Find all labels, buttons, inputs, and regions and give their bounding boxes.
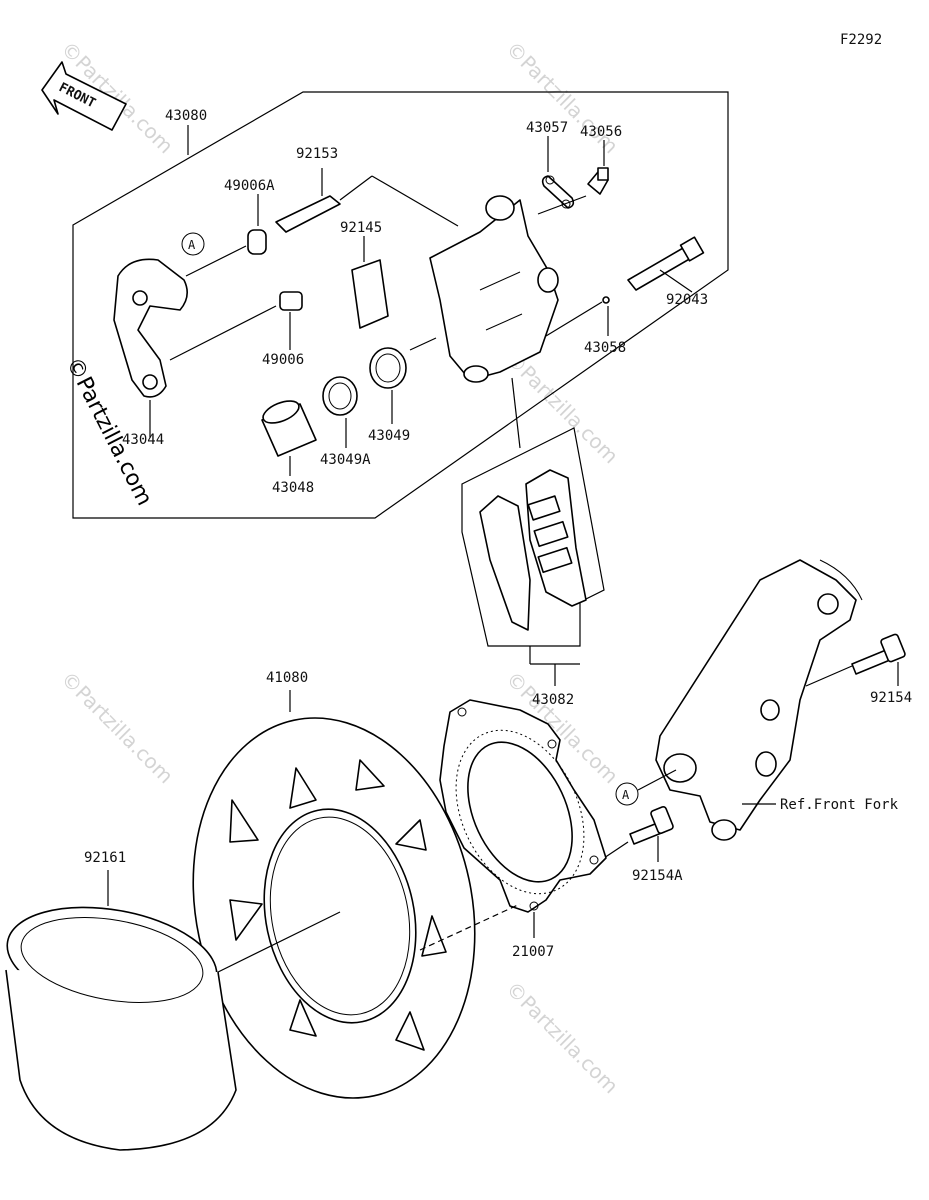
bleeder-parts: 43057 43056 (526, 120, 622, 215)
bushing-49006A: 49006A (224, 178, 275, 255)
watermark-4: ©Partzilla.com (56, 667, 178, 789)
label-92153: 92153 (296, 146, 338, 162)
label-43049A: 43049A (320, 452, 371, 468)
sensor-rotor-21007: 21007 (439, 699, 607, 960)
label-ref-front-fork: Ref.Front Fork (780, 797, 899, 813)
watermark-3: ©Partzilla.com (501, 347, 623, 469)
ref-a-upper-text: A (188, 238, 196, 252)
spring-plate-92145: 92145 (340, 220, 389, 329)
watermark-7: ©Partzilla.com (501, 977, 623, 1099)
ref-circle-a-upper: A (181, 232, 247, 277)
label-49006: 49006 (262, 352, 304, 368)
label-43056: 43056 (580, 124, 622, 140)
label-43058: 43058 (584, 340, 626, 356)
label-49006A: 49006A (224, 178, 275, 194)
bolt-92154A: 92154A (603, 805, 683, 884)
ring-92161: 92161 (5, 850, 237, 1151)
label-92145: 92145 (340, 220, 382, 236)
pin-92043: 92043 43058 (545, 236, 708, 356)
caliper-assembly-frame: 43080 (72, 91, 729, 519)
label-92154: 92154 (870, 690, 912, 706)
brake-disc-41080: 41080 (192, 670, 521, 1099)
label-43057: 43057 (526, 120, 568, 136)
bolt-92154: 92154 (805, 633, 912, 706)
caliper-bracket: 43044 (113, 258, 188, 448)
pin-92153: 92153 (275, 146, 459, 233)
brake-pad-set: 43082 (461, 377, 605, 708)
label-43049: 43049 (368, 428, 410, 444)
ref-circle-a-lower: A (615, 769, 677, 806)
label-92161: 92161 (84, 850, 126, 866)
label-43044: 43044 (122, 432, 164, 448)
bolt-49006: 49006 (169, 291, 304, 368)
seal-43049A: 43049A (320, 376, 371, 468)
diagram-code: F2292 (840, 32, 882, 48)
label-92043: 92043 (666, 292, 708, 308)
seal-43049: 43049 (368, 337, 437, 444)
label-43080: 43080 (165, 108, 207, 124)
label-21007: 21007 (512, 944, 554, 960)
label-43082: 43082 (532, 692, 574, 708)
label-43048: 43048 (272, 480, 314, 496)
caliper-body (429, 195, 559, 383)
label-41080: 41080 (266, 670, 308, 686)
label-92154A: 92154A (632, 868, 683, 884)
piston-43048: 43048 (261, 400, 317, 496)
ref-a-lower-text: A (622, 788, 630, 802)
front-fork: Ref.Front Fork (655, 559, 899, 841)
